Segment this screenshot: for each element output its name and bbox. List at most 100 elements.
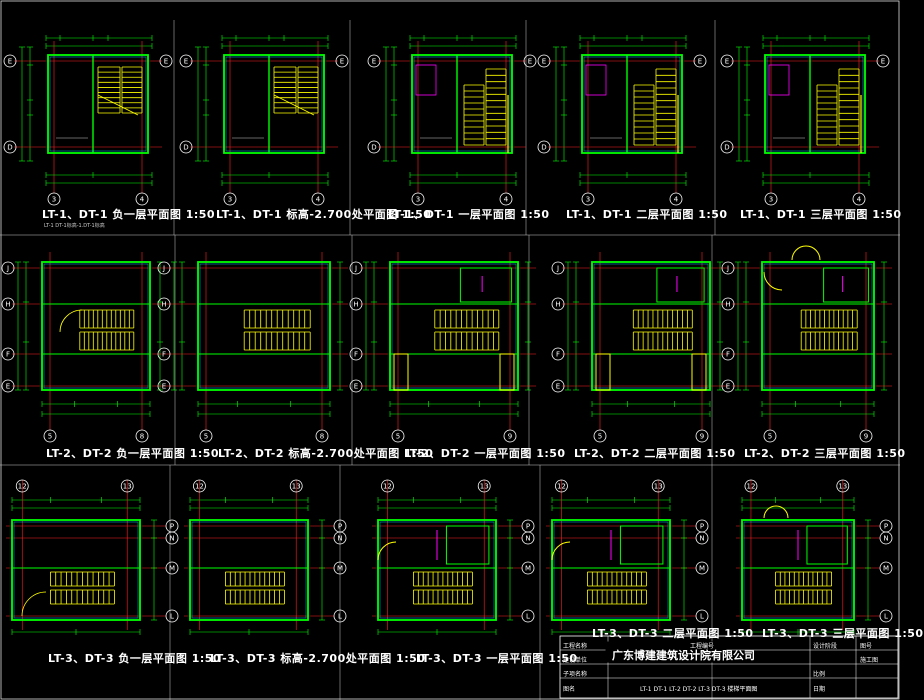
grid-bubble-5-label: 5 [768, 433, 772, 441]
elevator-shaft [768, 64, 790, 96]
grid-bubble-12-label: 12 [195, 483, 204, 491]
door-swing [377, 541, 397, 561]
grid-bubble-row3-label: L [884, 613, 888, 621]
wall-inner [13, 521, 139, 619]
grid-bubble-row3 [879, 609, 893, 623]
grid-bubble-row3-label: M [525, 565, 531, 573]
grid-bubble-d [3, 140, 17, 154]
grid-bubble-e [523, 54, 537, 68]
panel-subtitle-lt1-b1: LT-1 DT-1标高-1.DT-1标高 [44, 223, 105, 229]
grid-bubble-e-label: E [528, 58, 532, 66]
grid-bubble-row2-label: E [162, 383, 166, 391]
door-swing [805, 245, 821, 261]
grid-bubble-row2 [551, 297, 565, 311]
grid-bubble-row2 [1, 297, 15, 311]
wall-inner [379, 521, 495, 619]
grid-bubble-row3-label: L [170, 613, 174, 621]
elevator-shaft [459, 267, 513, 303]
grid-bubble-row3 [879, 561, 893, 575]
wall-inner [225, 56, 323, 152]
grid-bubble-4-label: 4 [857, 196, 862, 204]
elevator-shaft [823, 267, 869, 303]
grid-bubble-13 [651, 479, 665, 493]
grid-bubble-13-label: 13 [654, 483, 663, 491]
grid-bubble-4 [669, 192, 683, 206]
grid-bubble-5 [391, 429, 405, 443]
grid-bubble-row3 [333, 531, 347, 545]
grid-bubble-row2 [349, 261, 363, 275]
grid-bubble-e [876, 54, 890, 68]
stair-arrow [97, 94, 139, 116]
grid-bubble-row2-label: F [6, 351, 10, 359]
panel-title-lt3-m27: LT-3、DT-3 标高-2.700处平面图 1:50 [210, 652, 426, 665]
grid-bubble-row2 [1, 379, 15, 393]
grid-bubble-row3-label: N [525, 535, 530, 543]
grid-bubble-9-label: 9 [700, 433, 704, 441]
grid-bubble-13 [477, 479, 491, 493]
grid-bubble-12 [193, 479, 206, 493]
grid-bubble-e-label: E [542, 58, 546, 66]
grid-bubble-row3 [165, 531, 179, 545]
title-block-cell: 建设单位 [563, 657, 588, 664]
wall-inner [583, 56, 681, 152]
grid-bubble-3-label: 3 [586, 196, 590, 204]
title-block-frame [559, 635, 899, 699]
stair-arrow [273, 94, 315, 116]
grid-bubble-row2 [157, 347, 171, 361]
grid-bubble-row2 [157, 379, 171, 393]
grid-bubble-row3 [333, 561, 347, 575]
grid-bubble-12-label: 12 [746, 483, 755, 491]
grid-bubble-3-label: 3 [228, 196, 232, 204]
wall-inner [593, 263, 709, 389]
grid-bubble-row2 [551, 261, 565, 275]
panel-title-lt2-b1: LT-2、DT-2 负一层平面图 1:50 [46, 447, 220, 460]
grid-bubble-e [335, 54, 349, 68]
title-block-cell: 工程编号 [690, 643, 715, 650]
panel-title-lt2-f1: LT-2、DT-2 一层平面图 1:50 [404, 447, 566, 460]
grid-bubble-3-label: 3 [769, 196, 773, 204]
door-swing [791, 245, 807, 261]
grid-bubble-row2-label: F [556, 351, 560, 359]
grid-bubble-row2-label: F [162, 351, 166, 359]
elevator-shaft [619, 525, 664, 565]
grid-bubble-row2-label: E [726, 383, 730, 391]
wall-outline [197, 261, 331, 391]
grid-bubble-row3-label: N [699, 535, 704, 543]
grid-bubble-5 [593, 429, 607, 443]
grid-bubble-row3 [695, 531, 709, 545]
grid-bubble-4 [499, 192, 513, 206]
grid-bubble-9 [135, 429, 149, 443]
grid-bubble-row3-label: P [700, 523, 704, 531]
grid-bubble-row2 [157, 297, 171, 311]
grid-bubble-9-label: 9 [508, 433, 512, 441]
grid-bubble-12-label: 12 [557, 483, 566, 491]
grid-bubble-row2-label: F [726, 351, 730, 359]
grid-bubble-e [537, 54, 551, 68]
grid-bubble-d-label: D [724, 144, 729, 152]
grid-bubble-4 [311, 192, 325, 206]
grid-bubble-row3-label: P [170, 523, 174, 531]
grid-bubble-row2-label: H [5, 301, 10, 309]
grid-bubble-row2-label: F [354, 351, 358, 359]
grid-bubble-row3 [333, 609, 347, 623]
grid-bubble-row2-label: H [353, 301, 358, 309]
grid-bubble-d-label: D [541, 144, 546, 152]
door-swing [59, 309, 83, 333]
grid-bubble-13 [289, 479, 303, 493]
opening [393, 353, 409, 391]
grid-bubble-e [720, 54, 734, 68]
grid-bubble-d-label: D [183, 144, 188, 152]
wall-inner [391, 263, 517, 389]
grid-bubble-12 [555, 479, 568, 493]
grid-bubble-e-label: E [698, 58, 702, 66]
opening [499, 353, 515, 391]
grid-bubble-row2-label: H [161, 301, 166, 309]
grid-bubble-9 [315, 429, 329, 443]
grid-bubble-3 [47, 192, 61, 206]
grid-bubble-row3-label: L [700, 613, 704, 621]
grid-bubble-3-label: 3 [52, 196, 56, 204]
grid-bubble-5-label: 5 [598, 433, 602, 441]
wall-inner [49, 56, 147, 152]
wall-outline [389, 261, 519, 391]
grid-bubble-e-label: E [164, 58, 168, 66]
